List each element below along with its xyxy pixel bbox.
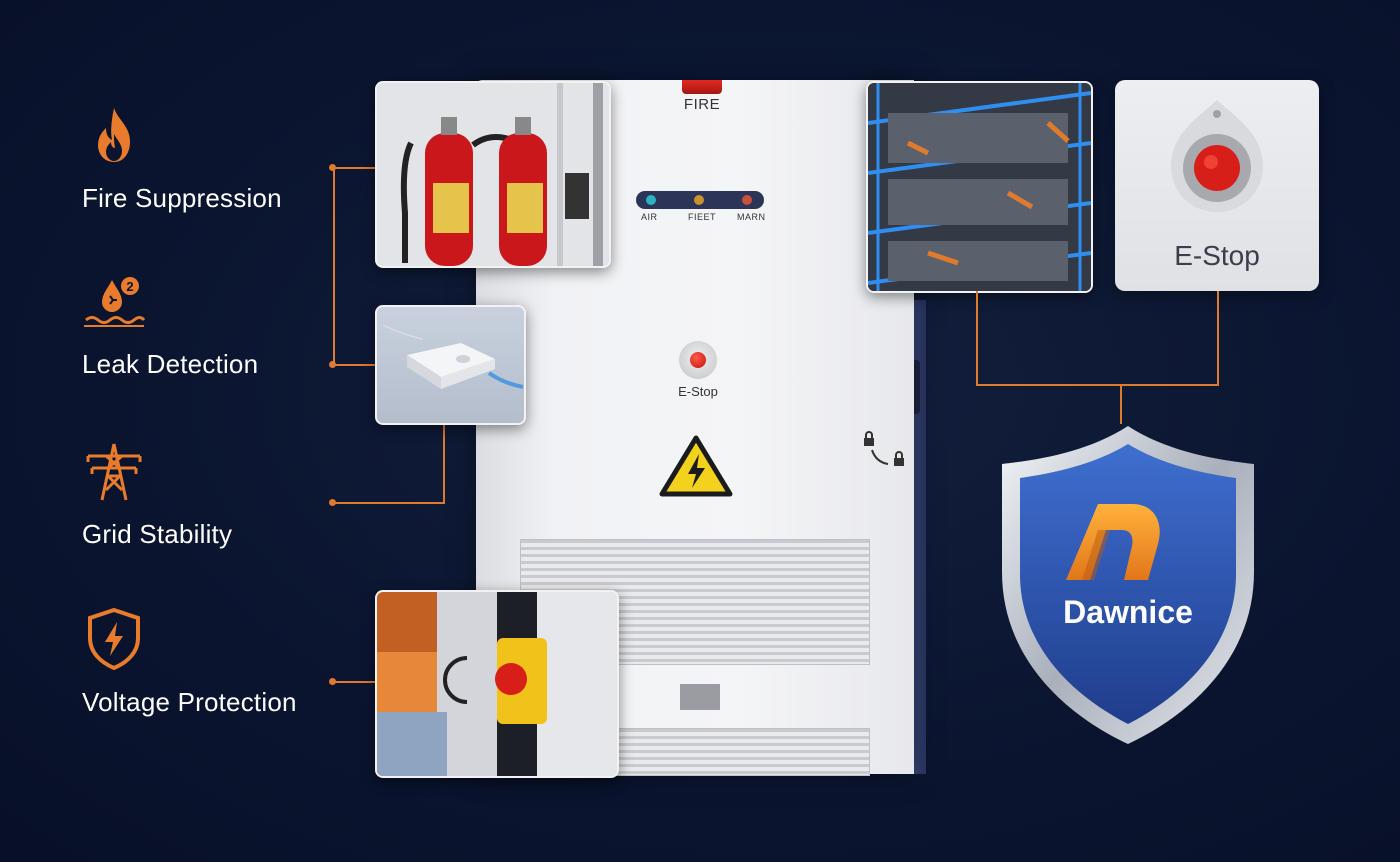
brand-name: Dawnice <box>1063 594 1193 630</box>
flame-icon <box>98 108 130 162</box>
status-label-warn: MARN <box>737 212 766 222</box>
shield-bolt-icon <box>88 607 140 670</box>
cabinet-nameplate <box>680 684 720 710</box>
feature-label-leak: Leak Detection <box>82 349 259 379</box>
lock-icon <box>864 431 904 466</box>
svg-text:2: 2 <box>126 279 133 294</box>
status-led-air <box>646 195 656 205</box>
status-indicator-bar <box>636 191 764 209</box>
estop-panel: E-Stop <box>1115 80 1319 291</box>
high-voltage-warning-icon <box>659 435 733 497</box>
battery-module-photo <box>866 81 1093 293</box>
leak-sensor-photo <box>375 305 526 425</box>
cabinet-estop-button[interactable] <box>679 341 717 379</box>
feature-label-voltage: Voltage Protection <box>82 687 297 717</box>
feature-label-fire: Fire Suppression <box>82 183 282 213</box>
estop-button-icon[interactable] <box>1167 96 1267 216</box>
estop-panel-label: E-Stop <box>1174 240 1260 271</box>
fire-extinguisher-photo <box>375 81 611 268</box>
fire-alarm-light <box>682 80 722 94</box>
status-label-air: AIR <box>641 212 658 222</box>
status-led-warn <box>742 195 752 205</box>
cabinet-estop-label: E-Stop <box>678 384 718 399</box>
dawnice-shield-logo <box>1002 426 1254 744</box>
status-label-fleet: FIEET <box>688 212 717 222</box>
transmission-tower-icon <box>86 443 142 501</box>
feature-label-grid: Grid Stability <box>82 519 233 549</box>
cabinet-side-panel <box>910 300 926 774</box>
status-led-fleet <box>694 195 704 205</box>
water-leak-icon: 2 <box>84 277 146 327</box>
fire-label: FIRE <box>683 96 721 113</box>
voltage-breaker-photo <box>375 590 619 778</box>
